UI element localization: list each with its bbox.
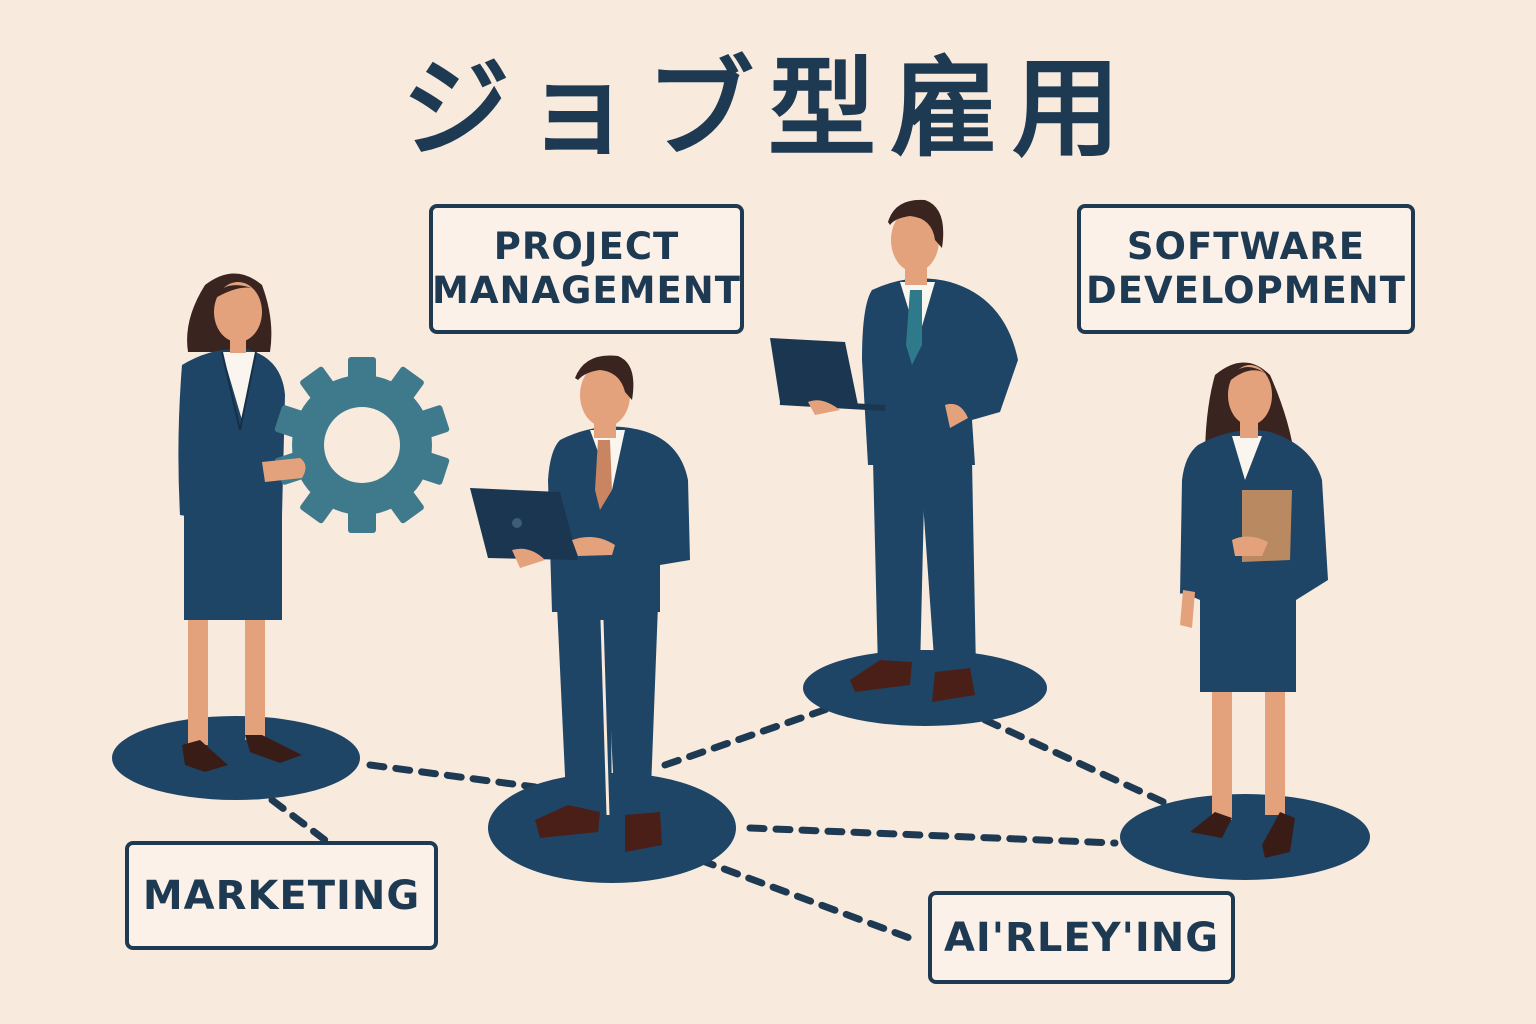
label-line: PROJECT [493, 224, 680, 268]
label-project-management: PROJECT MANAGEMENT [429, 204, 744, 334]
hand [262, 458, 306, 482]
label-ai: AI'RLEY'ING [928, 891, 1235, 984]
platform-2 [488, 773, 736, 883]
platform-4 [1120, 794, 1370, 880]
figure-woman-with-gear [178, 273, 302, 772]
label-line: SOFTWARE [1126, 224, 1366, 268]
figure-man-with-laptop-top [770, 199, 1018, 702]
dashed-connectors [268, 704, 1174, 944]
platforms [112, 650, 1370, 883]
label-line: MANAGEMENT [432, 269, 741, 312]
figure-man-with-laptop-center [470, 355, 690, 852]
label-software-development: SOFTWARE DEVELOPMENT [1077, 204, 1415, 334]
platform-1 [112, 716, 360, 800]
gear-icon [274, 357, 450, 533]
platform-3 [803, 650, 1047, 726]
label-marketing: MARKETING [125, 841, 438, 950]
label-line: DEVELOPMENT [1085, 269, 1407, 312]
page-title: ジョブ型雇用 [401, 47, 1134, 172]
figure-woman-with-folder [1179, 362, 1328, 858]
label-line: MARKETING [142, 872, 421, 919]
label-line: AI'RLEY'ING [943, 914, 1220, 961]
